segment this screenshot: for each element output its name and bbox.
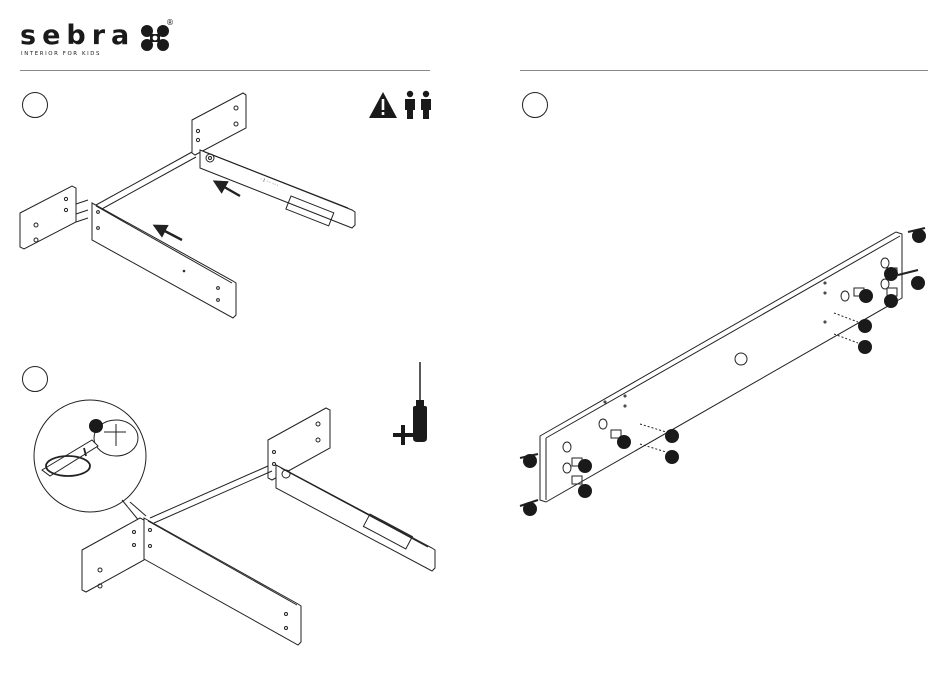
part-marker xyxy=(578,459,592,473)
part-marker xyxy=(665,429,679,443)
part-marker xyxy=(911,276,925,290)
phillips-screwdriver-icon xyxy=(393,362,427,445)
part-marker xyxy=(858,340,872,354)
step1-arrow-upper xyxy=(219,184,240,196)
part-marker xyxy=(617,435,631,449)
part-marker xyxy=(912,229,926,243)
warning-two-persons-icon xyxy=(369,91,431,119)
step1-frame-drawing: · 1 ◦◦ ◦◦◦ xyxy=(20,93,355,318)
step1-arrow-lower xyxy=(159,228,182,240)
part-marker xyxy=(665,450,679,464)
part-marker xyxy=(523,454,537,468)
part-marker xyxy=(523,502,537,516)
part-marker xyxy=(578,484,592,498)
part-marker xyxy=(884,294,898,308)
part-marker xyxy=(89,419,103,433)
step2-detail-magnifier xyxy=(34,400,146,522)
part-marker xyxy=(858,319,872,333)
part-marker xyxy=(859,289,873,303)
part-marker xyxy=(884,267,898,281)
